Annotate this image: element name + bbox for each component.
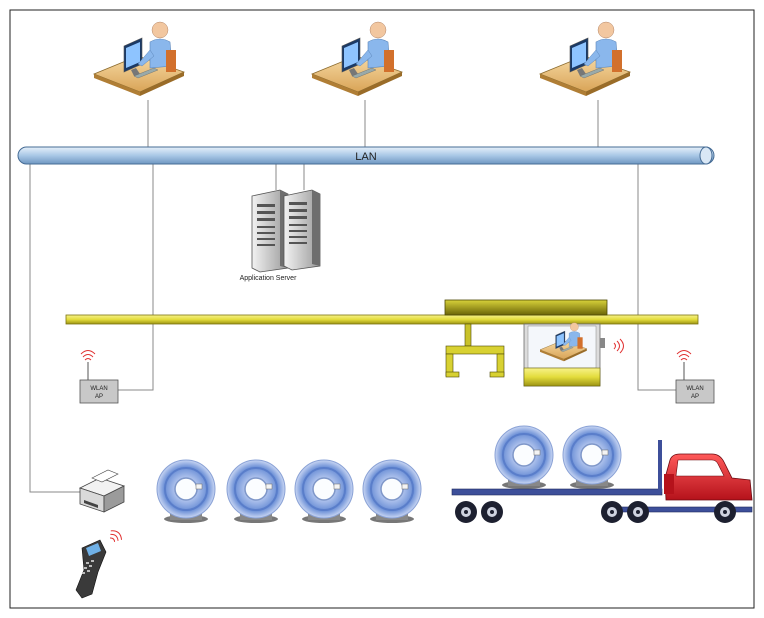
server-rack-icon bbox=[251, 189, 321, 273]
wlan-left-line2: AP bbox=[95, 394, 103, 400]
lan-bus: LAN bbox=[17, 146, 715, 165]
wlan-left-line1: WLAN bbox=[90, 386, 107, 392]
lan-label: LAN bbox=[355, 151, 376, 163]
wireless-access-point-icon: WLAN AP bbox=[675, 350, 715, 404]
server-label: Application Server bbox=[240, 275, 297, 282]
crane-rail bbox=[65, 314, 699, 325]
wlan-right-line2: AP bbox=[691, 394, 699, 400]
label-printer-icon bbox=[78, 469, 126, 513]
wireless-access-point-icon: WLAN AP bbox=[79, 350, 119, 404]
handheld-scanner-icon bbox=[75, 527, 125, 599]
network-links bbox=[29, 100, 678, 493]
overhead-crane-icon bbox=[444, 299, 608, 378]
flatbed-truck-icon bbox=[451, 425, 753, 523]
crane-cabin-icon bbox=[523, 322, 624, 387]
wlan-right-line1: WLAN bbox=[686, 386, 703, 392]
